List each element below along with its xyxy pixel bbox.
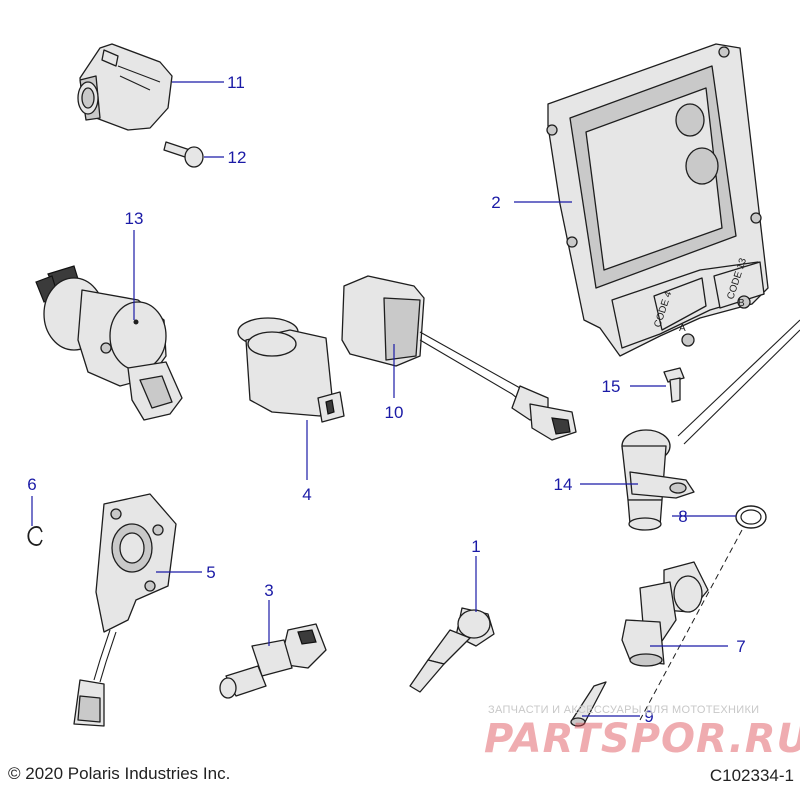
part-1-temperature-sensor: [409, 607, 495, 693]
part-6-retaining-clip: [27, 526, 43, 546]
ecu-code-a-sub-label: A: [679, 323, 686, 334]
callout-15: 15: [602, 377, 621, 396]
assembly-axis-line: [639, 529, 743, 721]
callout-5: 5: [206, 563, 215, 582]
callout-11: 11: [227, 73, 245, 92]
leader-lines: [31, 81, 736, 717]
figure-id: C102334-1: [709, 766, 794, 785]
part-2-ecu: CODE 4 A CODE 13 B: [546, 43, 769, 357]
part-10-relay-module: [341, 275, 577, 441]
callout-12: 12: [228, 148, 247, 167]
callout-9: 9: [644, 707, 653, 726]
part-12-bolt: [163, 141, 204, 168]
part-15-bolt: [663, 367, 685, 403]
callout-13: 13: [125, 209, 144, 228]
ecu-code-b-sub-label: B: [738, 298, 745, 309]
part-5-throttle-position-sensor: [73, 493, 177, 727]
callout-1: 1: [471, 537, 480, 556]
part-8-o-ring: [735, 505, 767, 529]
copyright-text: © 2020 Polaris Industries Inc.: [8, 764, 231, 783]
callouts: 1 2 3 4 5 6 7 8 9 10 11 12 13 14 15: [27, 73, 745, 726]
part-14-speed-sensor: [621, 319, 800, 531]
watermark-logo: PARTSPOR.RU: [484, 716, 800, 762]
watermark-tagline: ЗАПЧАСТИ И АКСЕССУАРЫ ДЛЯ МОТОТЕХНИКИ: [488, 704, 760, 716]
callout-8: 8: [678, 507, 687, 526]
part-4-power-outlet: [237, 317, 345, 423]
callout-7: 7: [736, 637, 745, 656]
part-13-ignition-switch: [35, 265, 183, 421]
part-9-pin: [570, 681, 607, 727]
callout-3: 3: [264, 581, 273, 600]
callout-14: 14: [554, 475, 573, 494]
part-7-sensor: [621, 561, 709, 667]
callout-4: 4: [302, 485, 311, 504]
part-11-map-sensor: [77, 43, 173, 131]
callout-10: 10: [385, 403, 404, 422]
part-3-temperature-sensor: [219, 623, 327, 699]
callout-6: 6: [27, 475, 36, 494]
callout-2: 2: [491, 193, 500, 212]
